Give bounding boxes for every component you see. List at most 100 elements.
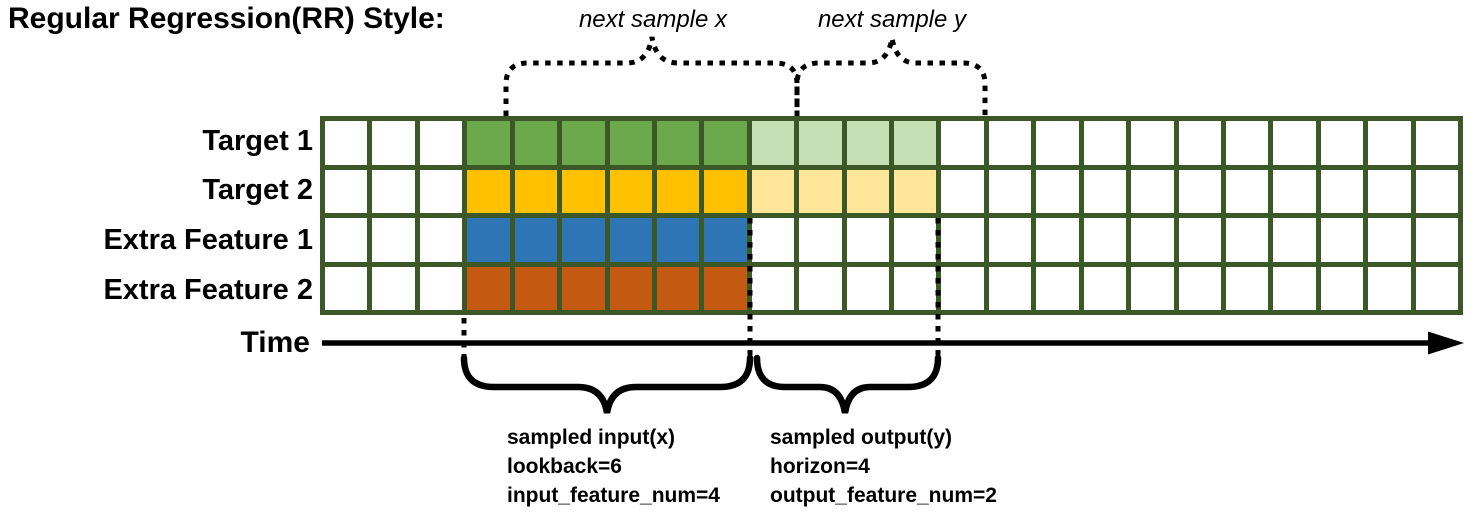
grid-cell bbox=[1083, 169, 1127, 213]
grid-cell bbox=[325, 266, 368, 310]
grid-cell bbox=[1083, 218, 1127, 262]
grid-cell bbox=[1320, 266, 1364, 310]
grid-cell bbox=[1131, 218, 1174, 262]
grid-cell bbox=[1083, 121, 1127, 165]
grid-cell bbox=[419, 218, 463, 262]
grid-cell bbox=[1415, 266, 1458, 310]
grid-cell bbox=[656, 121, 700, 165]
grid-cell bbox=[1415, 169, 1458, 213]
horizon-value: horizon=4 bbox=[770, 455, 870, 478]
grid-cell bbox=[1415, 218, 1458, 262]
sampled-input-brace bbox=[460, 354, 754, 414]
next-sample-y-label: next sample y bbox=[817, 6, 967, 33]
grid-cell bbox=[894, 266, 937, 310]
grid-cell bbox=[988, 169, 1032, 213]
grid-cell bbox=[1368, 169, 1411, 213]
row-label-extra-feature-2: Extra Feature 2 bbox=[103, 274, 313, 306]
grid-cell bbox=[894, 169, 937, 213]
grid-cell bbox=[609, 218, 652, 262]
grid-cell bbox=[372, 266, 415, 310]
grid-cell bbox=[1036, 218, 1079, 262]
grid-cell bbox=[514, 121, 558, 165]
diagram-title: Regular Regression(RR) Style: bbox=[8, 2, 445, 35]
grid-cell bbox=[1178, 218, 1221, 262]
sample-grid bbox=[320, 116, 1463, 315]
grid-cell bbox=[751, 218, 795, 262]
grid-cell bbox=[467, 218, 510, 262]
grid-cell bbox=[799, 121, 842, 165]
grid-cell bbox=[1273, 218, 1316, 262]
grid-cell bbox=[1036, 121, 1079, 165]
grid-cell bbox=[846, 266, 889, 310]
grid-cell bbox=[941, 266, 984, 310]
grid-cell bbox=[799, 169, 842, 213]
grid-cell bbox=[1083, 266, 1127, 310]
sampled-output-brace bbox=[753, 354, 942, 414]
grid-cell bbox=[1178, 121, 1221, 165]
grid-cell bbox=[419, 121, 463, 165]
grid-cell bbox=[704, 121, 747, 165]
next-sample-x-brace bbox=[503, 36, 800, 116]
grid-cell bbox=[1368, 218, 1411, 262]
time-axis-label: Time bbox=[240, 326, 310, 359]
grid-cell bbox=[988, 218, 1032, 262]
grid-cell bbox=[846, 169, 889, 213]
grid-cell bbox=[562, 169, 605, 213]
row-label-extra-feature-1: Extra Feature 1 bbox=[103, 224, 313, 256]
grid-cell bbox=[656, 218, 700, 262]
grid-cell bbox=[467, 266, 510, 310]
sampled-input-title: sampled input(x) bbox=[507, 426, 676, 449]
grid-cell bbox=[988, 266, 1032, 310]
grid-cell bbox=[894, 121, 937, 165]
grid-cell bbox=[751, 121, 795, 165]
grid-cell bbox=[325, 169, 368, 213]
output-feature-num-value: output_feature_num=2 bbox=[770, 484, 997, 507]
grid-cell bbox=[656, 266, 700, 310]
grid-cell bbox=[372, 218, 415, 262]
grid-cell bbox=[609, 121, 652, 165]
grid-cell bbox=[751, 266, 795, 310]
grid-cell bbox=[1225, 218, 1269, 262]
grid-cell bbox=[562, 218, 605, 262]
grid-cell bbox=[1131, 121, 1174, 165]
grid-cell bbox=[1178, 266, 1221, 310]
grid-cell bbox=[1225, 266, 1269, 310]
grid-cell bbox=[1273, 121, 1316, 165]
grid-cell bbox=[704, 169, 747, 213]
grid-cell bbox=[514, 169, 558, 213]
grid-cell bbox=[1131, 169, 1174, 213]
grid-cell bbox=[751, 169, 795, 213]
grid-cell bbox=[609, 266, 652, 310]
grid-cell bbox=[846, 121, 889, 165]
grid-cell bbox=[894, 218, 937, 262]
grid-cell bbox=[799, 266, 842, 310]
grid-cell bbox=[1320, 218, 1364, 262]
grid-cell bbox=[941, 169, 984, 213]
next-sample-y-brace bbox=[794, 37, 988, 116]
grid-cell bbox=[941, 218, 984, 262]
grid-cell bbox=[372, 169, 415, 213]
grid-cell bbox=[1415, 121, 1458, 165]
grid-cell bbox=[1178, 169, 1221, 213]
grid-cell bbox=[1273, 169, 1316, 213]
grid-cell bbox=[562, 266, 605, 310]
grid-cell bbox=[1036, 266, 1079, 310]
grid-cell bbox=[467, 121, 510, 165]
grid-cell bbox=[609, 169, 652, 213]
grid-cell bbox=[1368, 266, 1411, 310]
grid-cell bbox=[988, 121, 1032, 165]
row-label-target-2: Target 2 bbox=[202, 174, 313, 206]
grid-cell bbox=[1225, 169, 1269, 213]
lookback-value: lookback=6 bbox=[507, 455, 622, 478]
grid-cell bbox=[514, 266, 558, 310]
grid-cell bbox=[656, 169, 700, 213]
grid-cell bbox=[846, 218, 889, 262]
grid-cell bbox=[1273, 266, 1316, 310]
grid-cell bbox=[1368, 121, 1411, 165]
sampled-output-title: sampled output(y) bbox=[770, 426, 952, 449]
grid-cell bbox=[1320, 121, 1364, 165]
grid-cell bbox=[325, 218, 368, 262]
grid-cell bbox=[1225, 121, 1269, 165]
grid-cell bbox=[1036, 169, 1079, 213]
grid-cell bbox=[325, 121, 368, 165]
